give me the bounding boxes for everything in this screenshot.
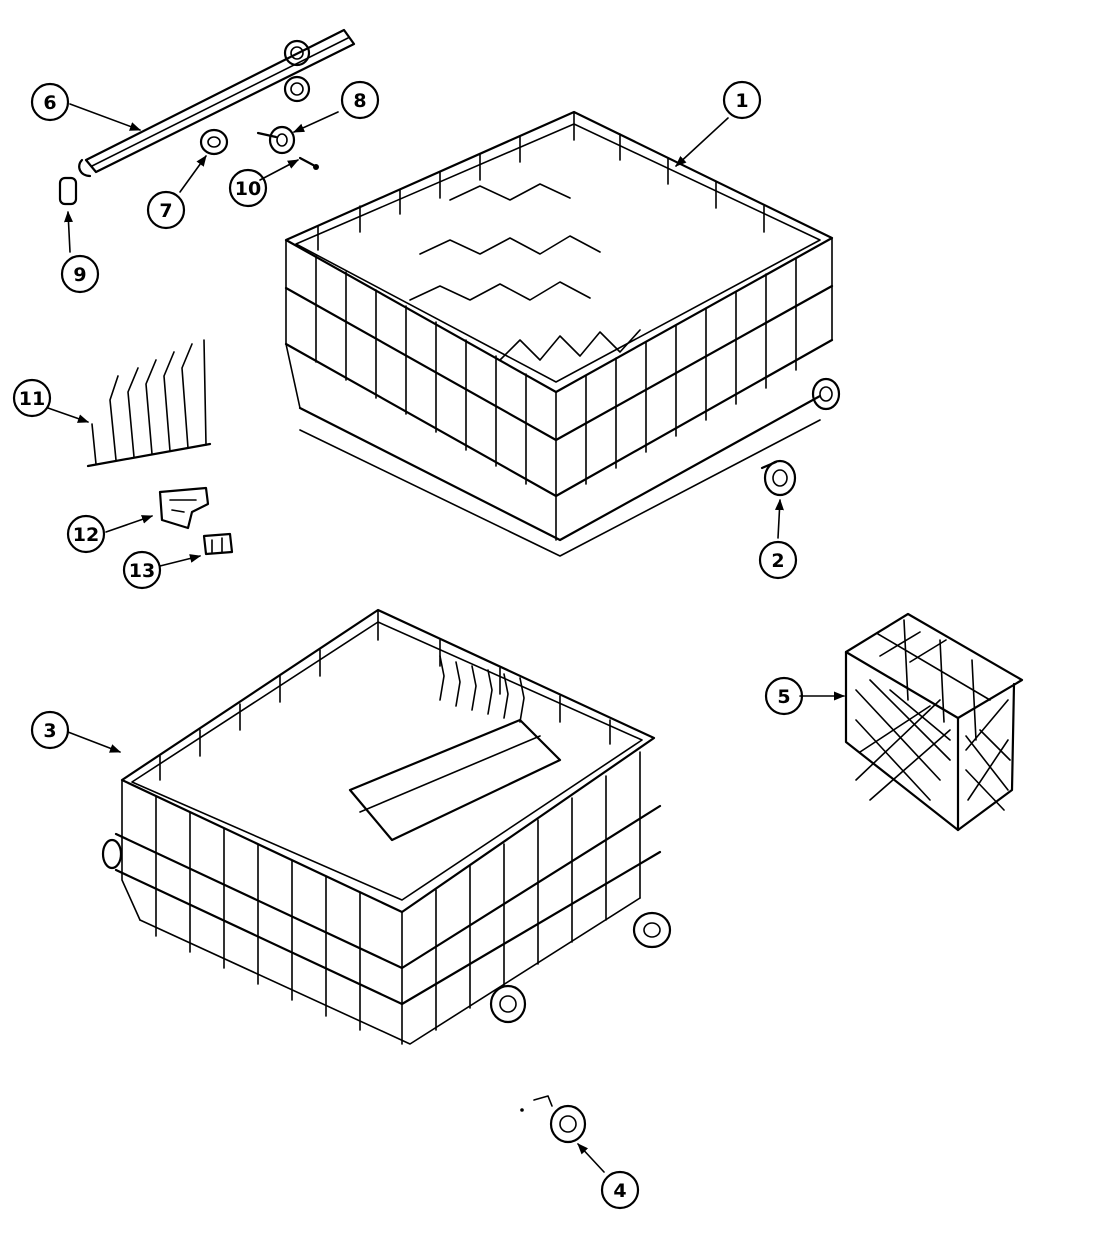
callout-label: 7 (159, 200, 172, 222)
callout-9: 9 (60, 254, 100, 294)
callout-label: 4 (613, 1180, 626, 1202)
lower-rack (101, 608, 672, 1045)
callout-12: 12 (66, 514, 106, 554)
callout-7: 7 (146, 190, 186, 230)
screw (298, 156, 319, 170)
callout-5: 5 (764, 676, 804, 716)
rail-end-cap (58, 176, 78, 206)
upper-rack (284, 110, 841, 557)
callout-1: 1 (722, 80, 762, 120)
callout-4: 4 (600, 1170, 640, 1210)
roller-with-axle (256, 125, 296, 155)
rack-clip (158, 486, 210, 530)
silverware-basket (844, 612, 1024, 832)
callout-label: 12 (73, 524, 99, 546)
callout-6: 6 (30, 82, 70, 122)
track-rail (78, 28, 356, 178)
callout-label: 10 (235, 178, 261, 200)
callout-label: 6 (43, 92, 56, 114)
callout-label: 8 (353, 90, 366, 112)
lower-rack-roller (520, 1095, 587, 1144)
callout-label: 3 (43, 720, 56, 742)
callout-leaders (47, 103, 846, 1173)
callout-3: 3 (30, 710, 70, 750)
callout-label: 9 (73, 264, 86, 286)
callout-label: 13 (129, 560, 155, 582)
small-bracket (202, 532, 234, 556)
callout-label: 1 (735, 90, 748, 112)
upper-rack-roller (760, 459, 797, 497)
callout-label: 5 (777, 686, 790, 708)
callout-13: 13 (122, 550, 162, 590)
callout-2: 2 (758, 540, 798, 580)
callout-10: 10 (228, 168, 268, 208)
callout-8: 8 (340, 80, 380, 120)
callout-label: 11 (19, 388, 45, 410)
callout-label: 2 (771, 550, 784, 572)
callout-11: 11 (12, 378, 52, 418)
rail-roller (199, 128, 229, 156)
tine-row (86, 339, 212, 468)
